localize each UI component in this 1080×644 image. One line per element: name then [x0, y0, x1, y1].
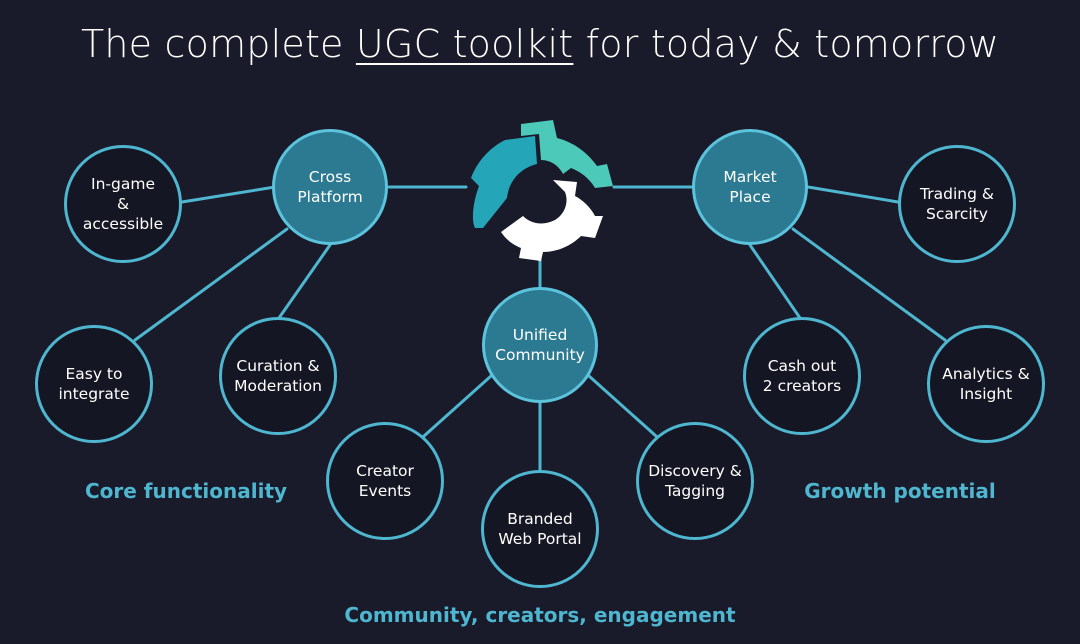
title-after: for today & tomorrow [573, 22, 1000, 66]
section-community: Community, creators, engagement [344, 603, 736, 627]
node-easy-integrate: Easy to integrate [35, 325, 153, 443]
node-market-place-line2: Place [729, 188, 771, 206]
node-discovery-line1: Discovery & [648, 462, 742, 480]
title-highlight: UGC toolkit [355, 22, 574, 66]
node-branded-portal-line1: Branded [507, 510, 573, 528]
node-in-game-line2: & [116, 195, 130, 213]
node-creator-events: Creator Events [326, 422, 444, 540]
page-title: The complete UGC toolkit for today & tom… [0, 22, 1080, 66]
gear-logo-icon [471, 120, 613, 261]
node-cross-platform-line2: Platform [297, 188, 363, 206]
node-unified-community-line1: Unified [512, 326, 568, 344]
logo-aqua-segment [521, 120, 613, 188]
link-community-discovery [587, 374, 658, 438]
title-before: The complete [80, 22, 356, 66]
node-unified-community: Unified Community [482, 287, 598, 403]
link-cross-easy [133, 227, 289, 342]
link-cross-curation [277, 243, 332, 320]
node-market-place: Market Place [692, 129, 808, 245]
node-cross-platform-line1: Cross [308, 168, 352, 186]
link-market-trading [806, 185, 900, 204]
node-analytics: Analytics & Insight [927, 325, 1045, 443]
node-unified-community-line2: Community [495, 346, 585, 364]
node-discovery: Discovery & Tagging [636, 422, 754, 540]
node-cash-out-line1: Cash out [767, 357, 837, 375]
section-core-functionality: Core functionality [85, 479, 288, 503]
node-branded-portal: Branded Web Portal [481, 470, 599, 588]
node-cash-out: Cash out 2 creators [743, 317, 861, 435]
node-easy-integrate-line1: Easy to [65, 365, 123, 383]
node-trading: Trading & Scarcity [898, 145, 1016, 263]
node-curation-line1: Curation & [236, 357, 320, 375]
node-easy-integrate-line2: integrate [58, 385, 130, 403]
node-creator-events-line1: Creator [356, 462, 414, 480]
node-trading-line1: Trading & [920, 185, 994, 203]
node-analytics-line2: Insight [959, 385, 1013, 403]
logo-white-segment [501, 180, 603, 261]
node-trading-line2: Scarcity [926, 205, 988, 223]
link-community-events [422, 374, 493, 438]
node-cross-platform: Cross Platform [272, 129, 388, 245]
logo-teal-segment [471, 136, 537, 228]
link-cross-ingame [180, 185, 277, 204]
node-curation-line2: Moderation [234, 377, 322, 395]
link-market-analytics [791, 227, 947, 342]
node-market-place-line1: Market [723, 168, 777, 186]
node-in-game-line1: In-game [91, 175, 155, 193]
node-analytics-line1: Analytics & [942, 365, 1030, 383]
node-branded-portal-line2: Web Portal [498, 530, 582, 548]
node-discovery-line2: Tagging [664, 482, 726, 500]
section-growth-potential: Growth potential [804, 479, 996, 503]
node-curation: Curation & Moderation [219, 317, 337, 435]
node-cash-out-line2: 2 creators [762, 377, 842, 395]
link-market-cash [748, 243, 802, 320]
node-in-game: In-game & accessible [64, 145, 182, 263]
node-in-game-line3: accessible [82, 215, 164, 233]
node-creator-events-line2: Events [358, 482, 412, 500]
